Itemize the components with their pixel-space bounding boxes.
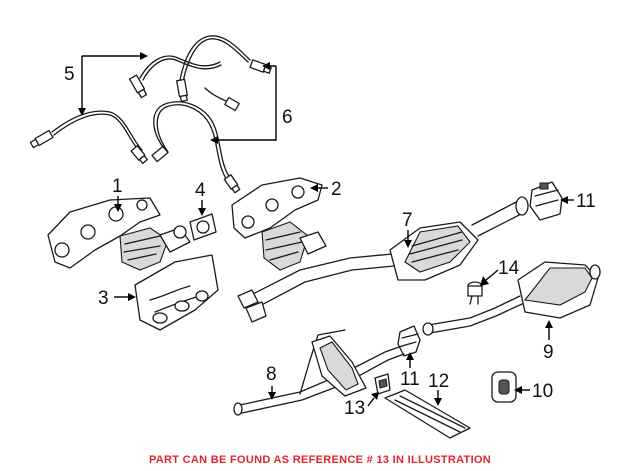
rubber-hanger	[491, 371, 517, 403]
callout-11-lower: 11	[400, 369, 420, 390]
callout-1: 1	[112, 176, 123, 197]
callout-11-upper: 11	[576, 191, 596, 212]
callout-12: 12	[428, 371, 449, 392]
oxygen-sensors	[29, 35, 272, 194]
catalytic-converter-pipe	[237, 196, 529, 323]
center-pipe	[233, 329, 405, 416]
callout-14: 14	[498, 258, 520, 279]
heat-shield	[134, 254, 219, 331]
callout-3: 3	[98, 288, 109, 309]
callout-5: 5	[64, 64, 75, 85]
leader-lines	[78, 52, 574, 407]
bolt	[467, 281, 483, 305]
callout-6: 6	[282, 107, 293, 128]
callout-7: 7	[402, 210, 413, 231]
callout-10: 10	[532, 381, 553, 402]
exhaust-manifold-right	[231, 177, 327, 271]
callout-9: 9	[543, 342, 554, 363]
callout-4: 4	[195, 180, 206, 201]
clamp-upper	[529, 181, 563, 221]
exhaust-manifold-left	[47, 197, 191, 271]
callout-8: 8	[266, 364, 277, 385]
callout-numbers: 1 2 3 4 5 6 7 8 9 10 11 11 12 13 14	[64, 64, 596, 419]
reference-caption: PART CAN BE FOUND AS REFERENCE # 13 IN I…	[148, 454, 492, 466]
clamp-lower	[397, 325, 421, 357]
callout-2: 2	[331, 179, 342, 200]
hanger-clip	[374, 373, 391, 395]
rear-muffler	[422, 261, 601, 336]
callout-13: 13	[344, 398, 365, 419]
heat-shield-plate	[384, 389, 471, 439]
manifold-gasket	[189, 213, 217, 241]
